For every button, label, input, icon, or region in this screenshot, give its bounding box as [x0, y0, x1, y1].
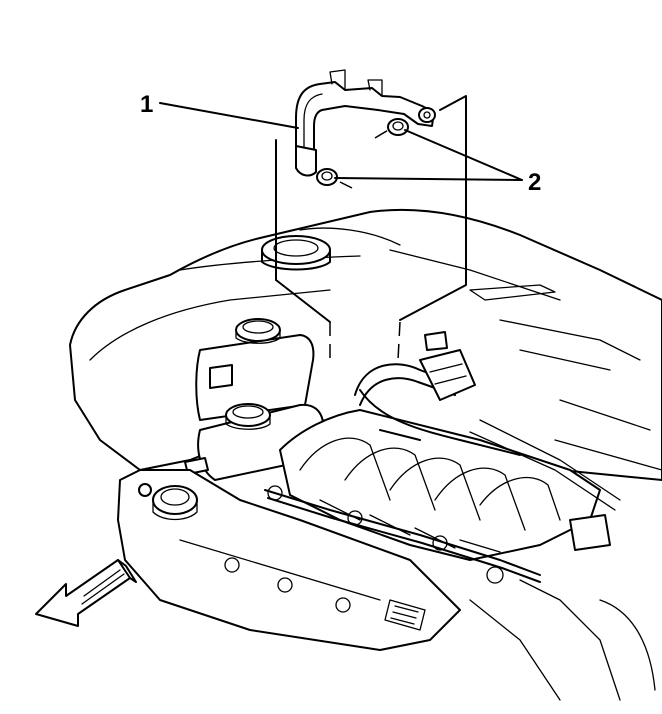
- wiring-harness: [354, 331, 621, 551]
- front-direction-arrow-icon: [35, 559, 137, 627]
- leader-lines: [159, 102, 523, 181]
- cover-fill-neck: [261, 235, 331, 271]
- callout-2-label: 2: [528, 169, 541, 196]
- coolant-reservoir: [195, 318, 315, 421]
- callout-1-label: 1: [140, 91, 153, 118]
- wiring-bracket: [295, 69, 435, 177]
- engine-block-front: [117, 469, 461, 651]
- engine-right-side: [469, 399, 662, 701]
- bracket-nuts: [316, 107, 436, 186]
- fuel-rail: [264, 485, 541, 584]
